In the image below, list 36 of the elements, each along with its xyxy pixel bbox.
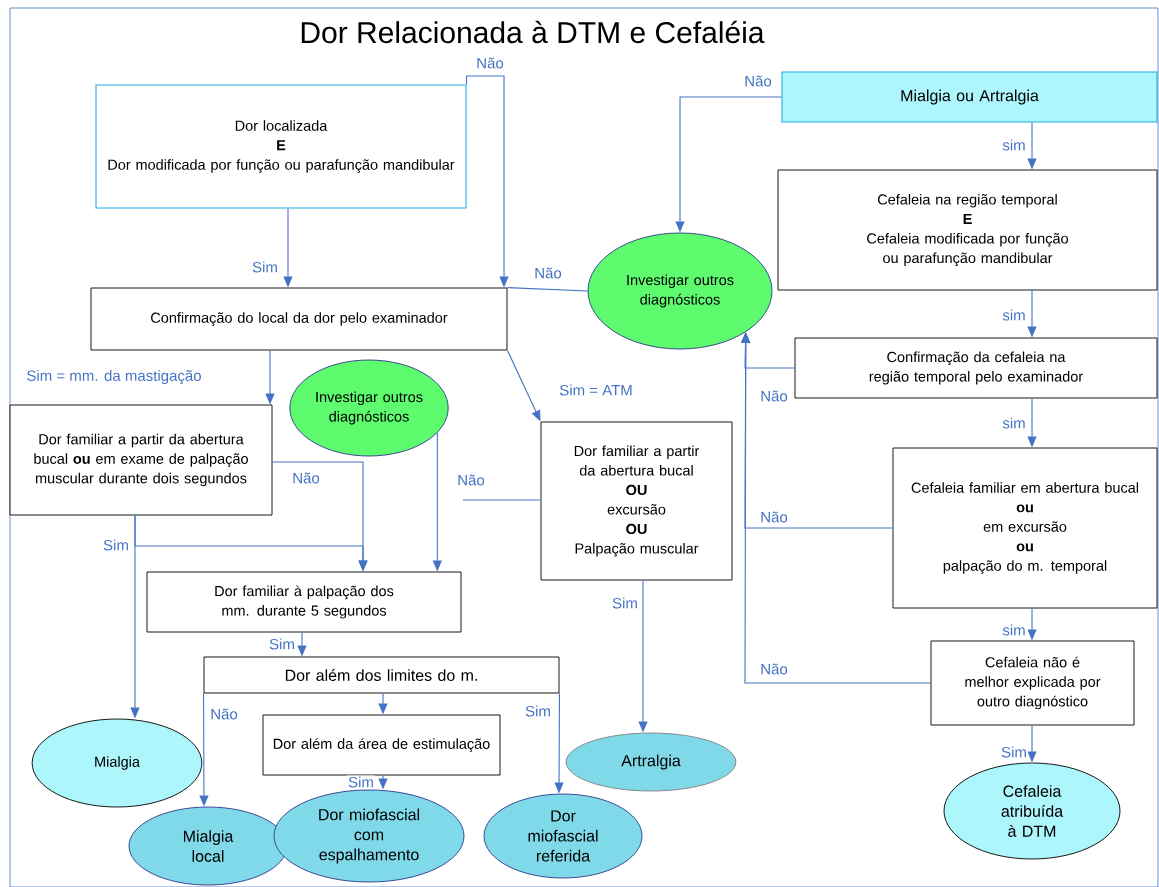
process-box: Cefaleia familiar em abertura bucal ou em excursão ou palpação do m. temporal [892,447,1158,609]
edge-label: sim [1001,416,1027,430]
edge-label: Não [291,471,321,485]
process-box: Cefaleia não é melhor explicada por outro diagnóstico [930,640,1135,726]
edge-label: Não [743,74,773,88]
process-box: Dor familiar a partir da abertura bucal ou em exame de palpação muscular durante dois segundos [9,404,273,516]
edge-label: Não [759,662,789,676]
edge-label: Não [209,707,239,721]
edge-label: Sim = ATM [558,383,634,397]
edge-label: sim [1001,138,1027,152]
edge-label: Sim [1000,745,1028,759]
process-box: Confirmação da cefaleia na região temporal pelo examinador [794,337,1158,399]
process-box: Cefaleia na região temporal E Cefaleia modificada por função ou parafunção mandibular [777,169,1158,291]
edge-label: Sim [251,260,279,274]
edge-label: Não [759,389,789,403]
process-box: Dor além dos limites do m. [203,656,560,694]
edge-label: Não [533,266,563,280]
connector-line [462,499,542,501]
edge-label: sim [1001,623,1027,637]
connector-line [506,287,589,292]
edge-label: Não [475,56,505,70]
process-box: Dor além da área de estimulação [262,714,501,776]
edge-label: Sim [611,596,639,610]
header-box: Mialgia ou Artralgia [781,71,1158,123]
edge-label: Não [456,473,486,487]
diagram-title: Dor Relacionada à DTM e Cefaléia [297,18,767,46]
edge-label: Sim = mm. da mastigação [25,369,203,386]
edge-label: Não [759,510,789,524]
edge-label: sim [1001,308,1027,322]
edge-label: Sim [102,538,130,552]
process-box: Confirmação do local da dor pelo examinador [90,287,508,351]
process-box: Dor familiar à palpação dos mm. durante 5 segundos [146,571,462,633]
process-box: Dor localizada E Dor modificada por função ou parafunção mandibular [95,84,467,209]
edge-label: Sim [524,704,552,718]
edge-label: Sim [268,637,296,651]
process-box: Dor familiar a partir da abertura bucal OU excursão OU Palpação muscular [540,421,733,581]
